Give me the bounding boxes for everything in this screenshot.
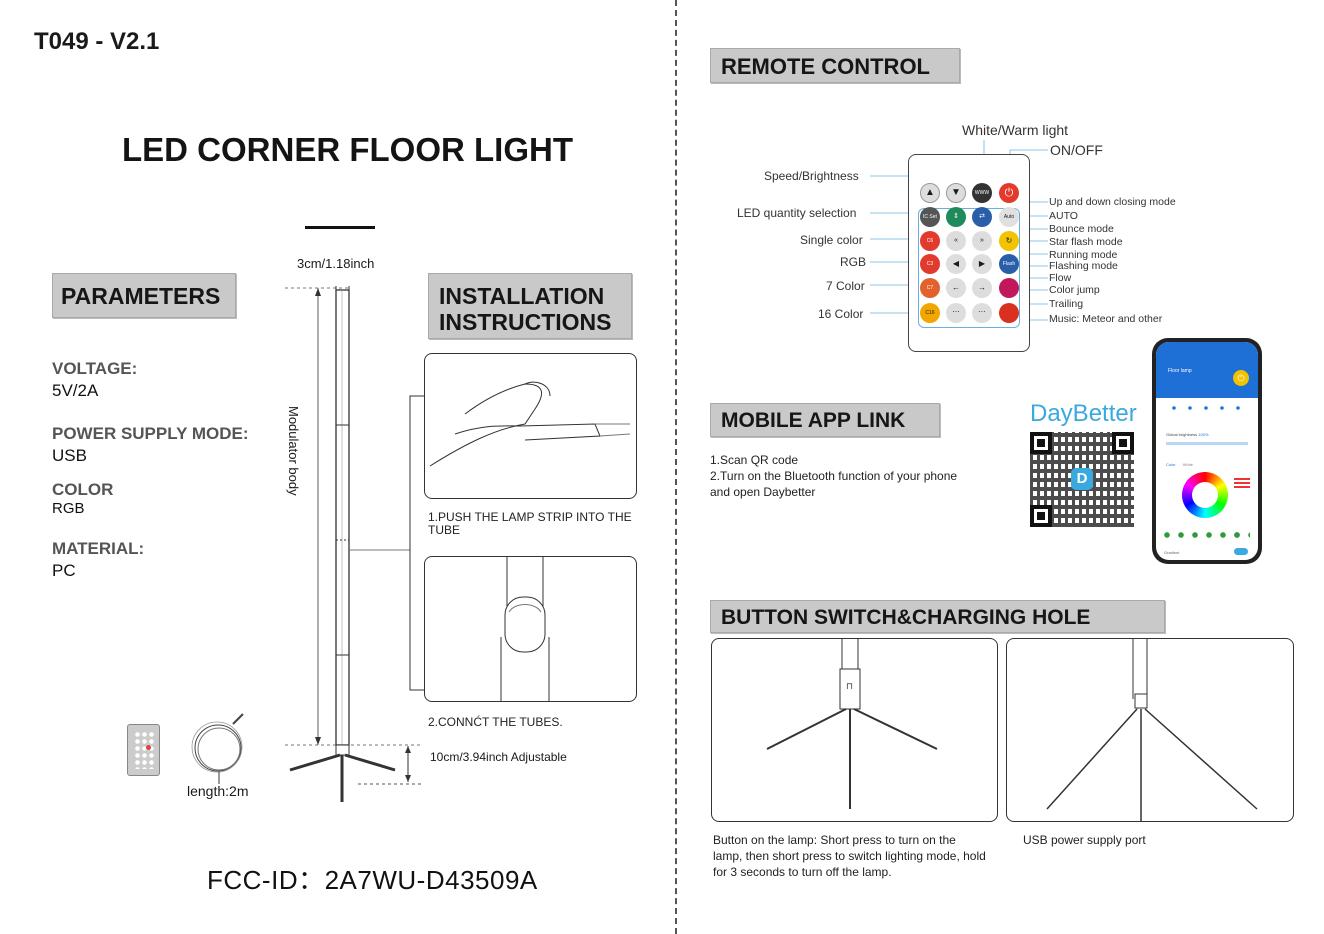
param-value-material: PC <box>52 561 76 580</box>
param-label-color: COLOR <box>52 480 114 499</box>
remote-label-updown: Up and down closing mode <box>1049 196 1176 208</box>
auto-button[interactable]: Auto <box>999 207 1019 227</box>
page-title: LED CORNER FLOOR LIGHT <box>122 131 573 168</box>
daybetter-brand: DayBetter <box>1030 400 1137 427</box>
app-step2: 2.Turn on the Bluetooth function of your… <box>710 469 958 499</box>
qr-code: D <box>1030 432 1134 527</box>
modulator-label: Modulator body <box>286 406 301 496</box>
running-button[interactable]: » <box>972 231 992 251</box>
www-button[interactable]: WWW <box>972 183 992 203</box>
length-label: length:2m <box>187 783 249 799</box>
param-value-color: RGB <box>52 500 85 517</box>
bounce-mode-button[interactable]: ⇄ <box>972 207 992 227</box>
c6-button[interactable]: C6 <box>920 231 940 251</box>
param-value-power: USB <box>52 446 87 465</box>
installation-heading-line1: INSTALLATION <box>439 283 605 309</box>
remote-label-white-warm: White/Warm light <box>962 122 1069 138</box>
floor-lamp-drawing <box>285 286 422 802</box>
speed-down-button[interactable]: ▼ <box>946 183 966 203</box>
remote-label-auto: AUTO <box>1049 210 1078 222</box>
trail-right-button[interactable]: → <box>972 278 992 298</box>
c3-button[interactable]: C3 <box>920 254 940 274</box>
remote-label-colorjump: Color jump <box>1049 284 1100 296</box>
phone-mockup: Floor lamp ⏻ Global brightness 100% Colo… <box>1152 338 1262 564</box>
install-step2-text: 2.CONNĆT THE TUBES. <box>428 715 563 729</box>
fcc-id: FCC-ID：2A7WU-D43509A <box>207 865 538 895</box>
svg-text:⊓: ⊓ <box>846 681 853 691</box>
phone-brightness-value: 100% <box>1198 432 1209 437</box>
phone-power-icon[interactable]: ⏻ <box>1233 370 1249 386</box>
lamp-button-image: ⊓ <box>711 638 998 822</box>
mobile-app-heading: MOBILE APP LINK <box>710 403 940 437</box>
install-bracket <box>409 395 426 691</box>
star-flash-button[interactable]: « <box>946 231 966 251</box>
param-label-voltage: VOLTAGE: <box>52 359 138 378</box>
qr-logo-icon: D <box>1071 468 1093 490</box>
c16-button[interactable]: C16 <box>920 303 940 323</box>
remote-control-heading: REMOTE CONTROL <box>710 48 960 83</box>
lamp-button-caption: Button on the lamp: Short press to turn … <box>713 833 986 879</box>
remote-label-running: Running mode <box>1049 249 1118 261</box>
install-step2-image <box>424 556 637 702</box>
remote-label-onoff: ON/OFF <box>1050 142 1103 158</box>
remote-thumbnail <box>127 724 160 776</box>
flash-button[interactable]: Flash <box>999 254 1019 274</box>
phone-preset-colors[interactable] <box>1164 532 1250 538</box>
param-label-power: POWER SUPPLY MODE: <box>52 424 249 443</box>
flow-button[interactable] <box>999 278 1019 298</box>
phone-color-wheel[interactable] <box>1182 472 1228 518</box>
color-jump-button[interactable]: ↻ <box>999 231 1019 251</box>
remote-label-star: Star flash mode <box>1049 236 1123 248</box>
speed-up-button[interactable]: ▲ <box>920 183 940 203</box>
remote-label-flow: Flow <box>1049 272 1072 284</box>
remote-body: ▲ ▼ WWW ⏻ IC Set ⇕ ⇄ Auto C6 « » ↻ C3 ◀ … <box>908 154 1030 352</box>
usb-port-image <box>1006 638 1294 822</box>
adjustable-label: 10cm/3.94inch Adjustable <box>430 750 567 764</box>
power-button[interactable]: ⏻ <box>999 183 1019 203</box>
phone-app-title: Floor lamp <box>1168 368 1192 374</box>
installation-heading-line2: INSTRUCTIONS <box>439 309 612 335</box>
remote-label-7color: 7 Color <box>826 279 865 293</box>
remote-label-music: Music: Meteor and other <box>1049 313 1163 325</box>
dimension-top-label: 3cm/1.18inch <box>297 256 375 271</box>
button-switch-heading: BUTTON SWITCH&CHARGING HOLE <box>710 600 1165 633</box>
right-button[interactable]: ▶ <box>972 254 992 274</box>
phone-gradient-label: Gradient <box>1164 550 1180 555</box>
c7-button[interactable]: C7 <box>920 278 940 298</box>
phone-gradient-toggle[interactable] <box>1234 548 1248 555</box>
install-step1-text: 1.PUSH THE LAMP STRIP INTO THE TUBE <box>428 510 632 537</box>
title-underline <box>305 226 375 229</box>
page-divider <box>675 0 677 934</box>
remote-button-group-frame <box>918 208 1020 328</box>
phone-brightness-label: Global brightness <box>1166 432 1198 437</box>
usb-cable-coil <box>191 713 244 784</box>
updown-mode-button[interactable]: ⇕ <box>946 207 966 227</box>
remote-label-single-color: Single color <box>800 233 863 247</box>
left-button[interactable]: ◀ <box>946 254 966 274</box>
model-number: T049 - V2.1 <box>34 28 160 55</box>
phone-brightness-slider[interactable] <box>1166 442 1248 445</box>
icset-button[interactable]: IC Set <box>920 207 940 227</box>
install-step1-image <box>424 353 637 499</box>
remote-label-led-quantity: LED quantity selection <box>737 206 857 220</box>
remote-label-speed: Speed/Brightness <box>764 169 859 183</box>
phone-tab-color[interactable]: Color <box>1166 462 1176 467</box>
remote-label-trailing: Trailing <box>1049 298 1084 310</box>
usb-port-caption: USB power supply port <box>1023 833 1146 847</box>
remote-label-rgb: RGB <box>840 255 867 269</box>
meteor-right-button[interactable]: ⋯ <box>972 303 992 323</box>
param-label-material: MATERIAL: <box>52 539 145 558</box>
remote-label-16color: 16 Color <box>818 307 864 321</box>
remote-label-flashing: Flashing mode <box>1049 260 1118 272</box>
param-value-voltage: 5V/2A <box>52 381 99 400</box>
phone-tab-white[interactable]: White <box>1182 462 1193 467</box>
remote-label-bounce: Bounce mode <box>1049 223 1114 235</box>
installation-heading: INSTALLATION INSTRUCTIONS <box>428 273 632 339</box>
music-button[interactable] <box>999 303 1019 323</box>
app-step1: 1.Scan QR code <box>710 453 799 467</box>
parameters-heading: PARAMETERS <box>52 273 236 318</box>
trail-left-button[interactable]: ← <box>946 278 966 298</box>
meteor-left-button[interactable]: ⋯ <box>946 303 966 323</box>
